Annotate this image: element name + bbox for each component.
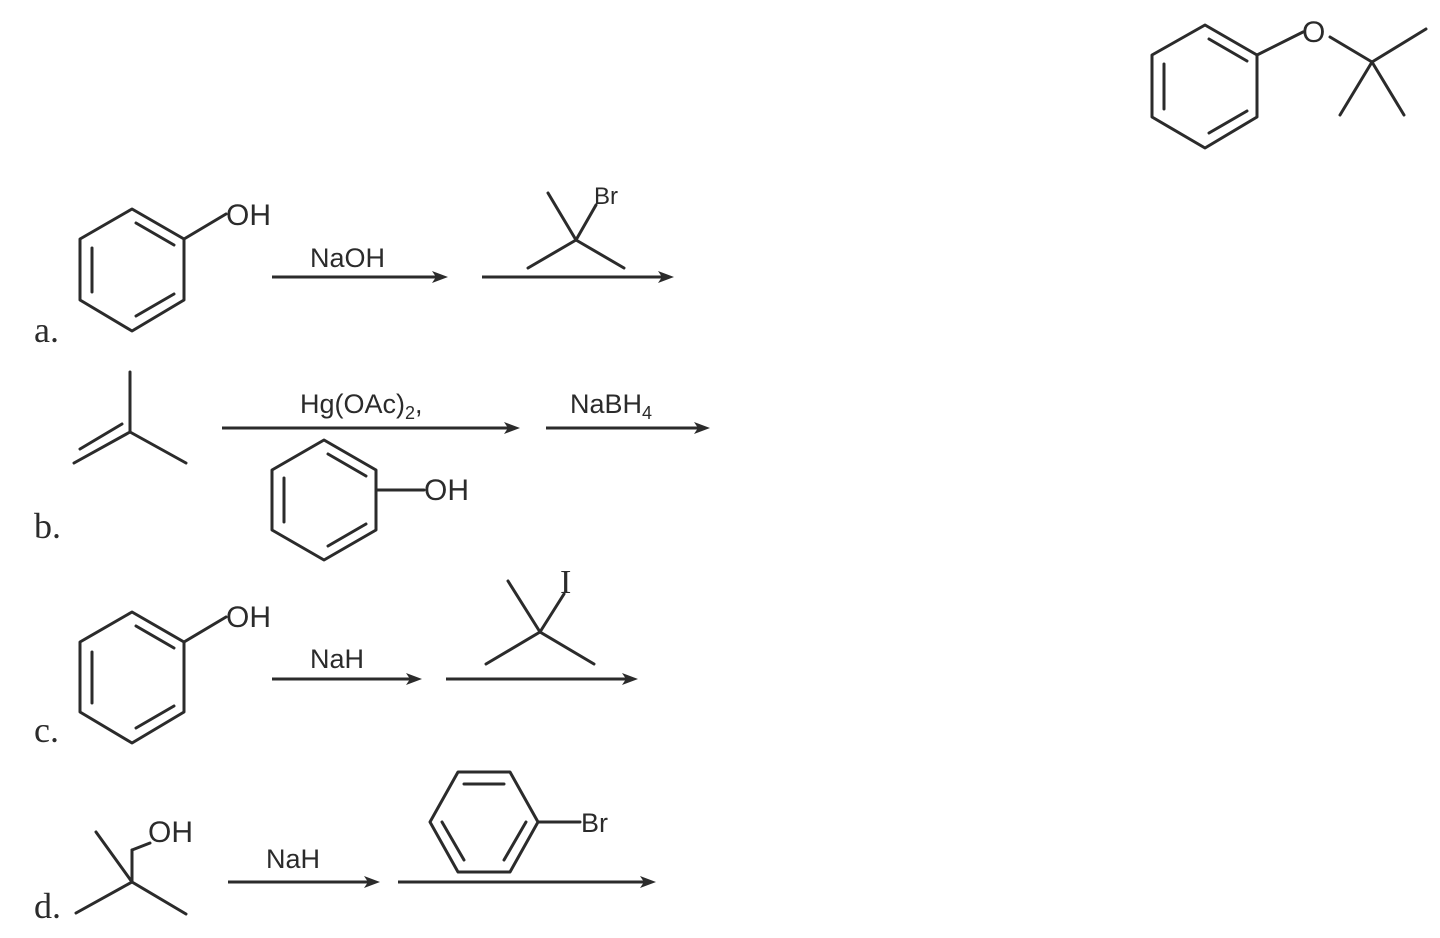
reaction-b-phenol-ring (270, 438, 378, 562)
reaction-b-arrow-1 (222, 422, 520, 434)
reaction-b-isobutylene (72, 370, 188, 465)
reaction-d: d. OH NaH Br (34, 770, 656, 926)
reaction-d-tert-butanol (74, 830, 188, 916)
target-oxygen-label: O (1302, 16, 1325, 49)
reaction-b-nabh4-label: NaBH4 (570, 389, 652, 423)
reaction-b-reagent-1: Hg(OAc)2, OH (270, 389, 469, 562)
reaction-a: a. OH NaOH Br (34, 183, 674, 350)
reaction-b-label: b. (34, 506, 61, 546)
reaction-d-oh-label: OH (148, 816, 193, 849)
target-benzene-ring (1150, 23, 1259, 150)
reaction-b-hgoac-label: Hg(OAc)2, (300, 389, 423, 423)
target-c-o-bond (1255, 30, 1305, 57)
reaction-a-reagent-naoh: NaOH (310, 243, 385, 273)
reaction-a-oh-label: OH (226, 199, 271, 232)
reaction-c-tert-butyl-iodide: I (484, 564, 596, 666)
reaction-d-reagent-nah: NaH (266, 844, 320, 874)
reaction-c-label: c. (34, 710, 59, 750)
reaction-d-bromobenzene: Br (428, 770, 608, 874)
reaction-c-reagent-nah: NaH (310, 644, 364, 674)
reaction-c: c. OH NaH I (34, 564, 638, 750)
reaction-c-c-oh-bond (182, 615, 228, 644)
target-tert-butyl (1338, 27, 1428, 117)
target-o-c-bond (1328, 35, 1374, 64)
target-molecule: O (1150, 16, 1428, 150)
reaction-d-label: d. (34, 886, 61, 926)
reaction-a-tert-butyl-bromide: Br (526, 183, 626, 270)
reaction-d-arrow-2 (398, 876, 656, 888)
reaction-a-arrow-1 (272, 271, 448, 283)
reaction-d-benzene-ring (428, 770, 540, 874)
reaction-c-arrow-1 (272, 673, 422, 685)
reaction-a-c-oh-bond (182, 212, 228, 241)
reaction-c-arrow-2 (446, 673, 638, 685)
reaction-c-oh-label: OH (226, 601, 271, 634)
reaction-a-phenol-ring (78, 207, 186, 333)
reaction-c-phenol-ring (78, 610, 186, 745)
reaction-a-label: a. (34, 310, 59, 350)
reaction-c-iodine-label: I (560, 564, 571, 601)
reaction-b-arrow-2 (546, 422, 710, 434)
reaction-d-arrow-1 (228, 876, 380, 888)
reaction-d-bromine-label: Br (581, 808, 608, 838)
reaction-a-bromine-label: Br (594, 183, 618, 210)
reaction-b: b. Hg(OAc)2, OH NaBH4 (34, 370, 710, 562)
reaction-b-oh-label: OH (424, 474, 469, 507)
reaction-a-arrow-2 (482, 271, 674, 283)
